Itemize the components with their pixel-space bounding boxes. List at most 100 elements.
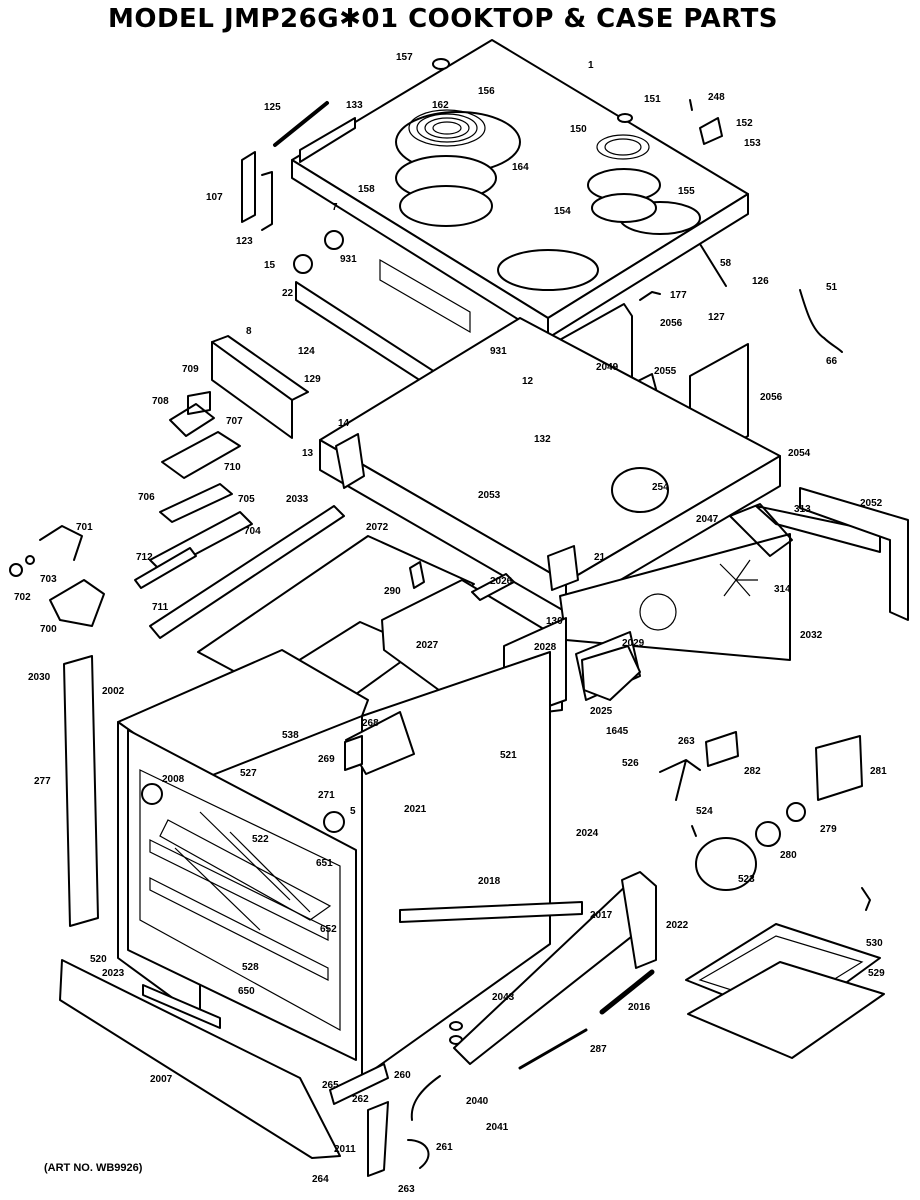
svg-text:709: 709 [182, 364, 199, 375]
svg-text:2024: 2024 [576, 828, 599, 839]
svg-text:260: 260 [394, 1070, 411, 1081]
svg-text:107: 107 [206, 192, 223, 203]
svg-text:281: 281 [870, 766, 887, 777]
svg-text:2007: 2007 [150, 1074, 173, 1085]
svg-text:313: 313 [794, 504, 811, 515]
svg-text:263: 263 [678, 736, 695, 747]
svg-text:2047: 2047 [696, 514, 719, 525]
svg-text:126: 126 [752, 276, 769, 287]
svg-text:2011: 2011 [334, 1144, 356, 1155]
svg-text:151: 151 [644, 94, 661, 105]
svg-text:2026: 2026 [490, 576, 513, 587]
svg-text:2030: 2030 [28, 672, 51, 683]
svg-text:268: 268 [362, 718, 379, 729]
svg-text:712: 712 [136, 552, 153, 563]
svg-text:133: 133 [346, 100, 363, 111]
svg-text:705: 705 [238, 494, 255, 505]
svg-text:280: 280 [780, 850, 797, 861]
svg-text:132: 132 [534, 434, 551, 445]
svg-text:931: 931 [490, 346, 507, 357]
control-panel-parts [9, 335, 309, 627]
svg-text:127: 127 [708, 312, 725, 323]
svg-text:152: 152 [736, 118, 753, 129]
svg-text:521: 521 [500, 750, 517, 761]
svg-text:162: 162 [432, 100, 449, 111]
svg-text:2049: 2049 [596, 362, 619, 373]
svg-text:264: 264 [312, 1174, 329, 1185]
callout-labels: 1 157 156 162 164 158 151 150 155 154 24… [14, 52, 887, 1195]
svg-text:279: 279 [820, 824, 837, 835]
side-trim-parts [241, 101, 356, 231]
svg-text:2008: 2008 [162, 774, 185, 785]
svg-text:650: 650 [238, 986, 255, 997]
small-surface-unit [587, 134, 661, 223]
svg-text:2052: 2052 [860, 498, 883, 509]
svg-text:2072: 2072 [366, 522, 389, 533]
svg-text:277: 277 [34, 776, 51, 787]
svg-text:314: 314 [774, 584, 791, 595]
svg-text:5: 5 [350, 806, 356, 817]
svg-text:529: 529 [868, 968, 885, 979]
svg-text:51: 51 [826, 282, 838, 293]
svg-text:711: 711 [152, 602, 169, 613]
svg-text:130: 130 [546, 616, 563, 627]
front-frame-items [59, 655, 463, 1177]
svg-text:523: 523 [738, 874, 755, 885]
svg-text:124: 124 [298, 346, 315, 357]
svg-text:7: 7 [332, 202, 338, 213]
svg-text:177: 177 [670, 290, 687, 301]
svg-text:8: 8 [246, 326, 252, 337]
svg-text:701: 701 [76, 522, 93, 533]
svg-text:164: 164 [512, 162, 529, 173]
svg-text:2053: 2053 [478, 490, 501, 501]
svg-text:2022: 2022 [666, 920, 689, 931]
svg-text:2029: 2029 [622, 638, 645, 649]
svg-text:14: 14 [338, 418, 350, 429]
svg-text:2054: 2054 [788, 448, 811, 459]
svg-text:12: 12 [522, 376, 534, 387]
svg-text:651: 651 [316, 858, 333, 869]
svg-text:158: 158 [358, 184, 375, 195]
svg-text:263: 263 [398, 1184, 415, 1195]
svg-text:2017: 2017 [590, 910, 613, 921]
svg-text:2040: 2040 [466, 1096, 489, 1107]
svg-text:2023: 2023 [102, 968, 125, 979]
svg-text:703: 703 [40, 574, 57, 585]
svg-text:248: 248 [708, 92, 725, 103]
svg-text:13: 13 [302, 448, 314, 459]
svg-text:269: 269 [318, 754, 335, 765]
svg-text:526: 526 [622, 758, 639, 769]
svg-text:538: 538 [282, 730, 299, 741]
svg-text:2021: 2021 [404, 804, 427, 815]
lower-right-parts [453, 645, 885, 1070]
svg-text:708: 708 [152, 396, 169, 407]
svg-text:66: 66 [826, 356, 838, 367]
svg-text:2056: 2056 [660, 318, 683, 329]
oven-cavity [117, 649, 583, 1079]
svg-text:2032: 2032 [800, 630, 823, 641]
svg-text:2041: 2041 [486, 1122, 509, 1133]
svg-text:15: 15 [264, 260, 276, 271]
svg-text:2028: 2028 [534, 642, 557, 653]
svg-text:706: 706 [138, 492, 155, 503]
svg-text:1: 1 [588, 60, 594, 71]
svg-text:528: 528 [242, 962, 259, 973]
svg-text:2043: 2043 [492, 992, 515, 1003]
main-chassis [319, 317, 909, 661]
svg-text:652: 652 [320, 924, 337, 935]
svg-text:707: 707 [226, 416, 243, 427]
svg-text:157: 157 [396, 52, 413, 63]
svg-text:129: 129 [304, 374, 321, 385]
svg-text:527: 527 [240, 768, 257, 779]
svg-text:2025: 2025 [590, 706, 613, 717]
svg-text:154: 154 [554, 206, 571, 217]
art-number: (ART NO. WB9926) [44, 1162, 143, 1174]
svg-text:710: 710 [224, 462, 241, 473]
svg-text:287: 287 [590, 1044, 607, 1055]
svg-text:2002: 2002 [102, 686, 125, 697]
svg-text:530: 530 [866, 938, 883, 949]
svg-text:522: 522 [252, 834, 269, 845]
svg-text:931: 931 [340, 254, 357, 265]
svg-text:2056: 2056 [760, 392, 783, 403]
